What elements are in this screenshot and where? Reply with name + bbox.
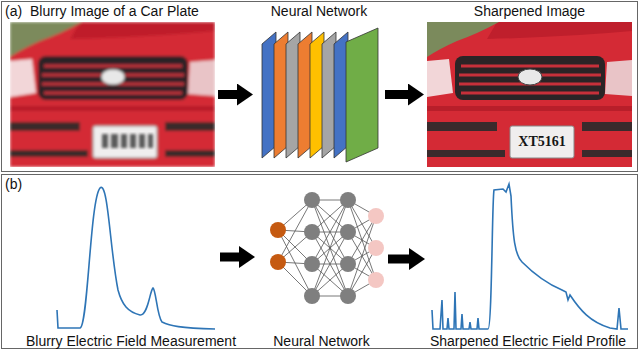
- plot-frame: Blurry Electric Field Measurement: [45, 182, 217, 332]
- blurry-curve: [57, 187, 215, 329]
- flow-arrow: [218, 90, 237, 99]
- caption-text: Sharpened Image: [474, 3, 585, 19]
- photo-frame: Blurry Image of a Car Plate: [10, 22, 215, 167]
- caption-text: Neural Network: [271, 3, 367, 19]
- panel-label: (b): [5, 176, 22, 192]
- network-neurons: [270, 192, 384, 304]
- caption-text: Sharpened Electric Field Profile: [430, 333, 626, 349]
- flow-arrow: [220, 253, 239, 262]
- caption-text: Blurry Image of a Car Plate: [30, 3, 199, 19]
- caption-text: Blurry Electric Field Measurement: [26, 333, 236, 349]
- network-block: Neural Network: [258, 186, 385, 332]
- caption-text: Neural Network: [273, 333, 369, 349]
- layer-stack: [262, 28, 378, 162]
- network-block: Neural Network: [256, 22, 382, 167]
- network-edges: [278, 200, 376, 296]
- flow-arrow: [385, 90, 408, 99]
- sharp-curve: [432, 184, 628, 329]
- plot-frame: Sharpened Electric Field Profile: [428, 182, 628, 332]
- panel-label: (a): [5, 3, 22, 19]
- sharp-photo: [427, 22, 632, 167]
- figure-panel: Blurry Electric Field MeasurementNeural …: [1, 174, 638, 349]
- blurry-photo: [10, 22, 215, 167]
- flow-arrow: [388, 255, 409, 264]
- plate-text: XT5161: [518, 135, 565, 149]
